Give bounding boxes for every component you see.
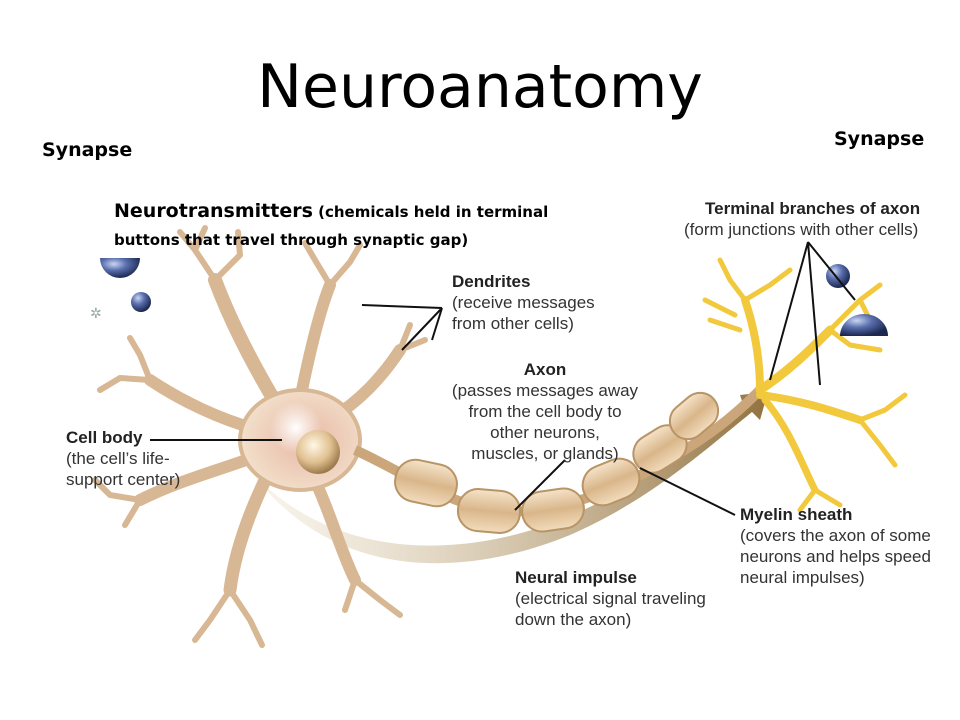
myelin-sheath-segments <box>394 391 720 534</box>
neural-impulse-arrow <box>250 392 768 564</box>
axon-label: Axon (passes messages away from the cell… <box>440 360 650 464</box>
neural-impulse-desc-2: down the axon) <box>515 610 632 629</box>
nucleus <box>296 430 340 474</box>
myelin-sheath-heading: Myelin sheath <box>740 505 853 524</box>
synapse-label-left: Synapse <box>42 139 133 161</box>
vesicle-half-left <box>100 258 140 278</box>
myelin-sheath-desc-2: neurons and helps speed <box>740 547 931 566</box>
cell-body-desc-1: (the cell’s life- <box>66 449 170 468</box>
axon-desc-2: from the cell body to <box>468 402 622 421</box>
page-title: Neuroanatomy <box>257 52 703 122</box>
vesicle-small-left <box>131 292 151 312</box>
neurotransmitters-desc: (chemicals held in terminal <box>318 203 549 221</box>
terminal-branches-heading: Terminal branches of axon <box>705 199 921 218</box>
dendrites-desc-1: (receive messages <box>452 293 595 312</box>
myelin-sheath-desc-1: (covers the axon of some <box>740 526 931 545</box>
axon-desc-4: muscles, or glands) <box>471 444 619 463</box>
terminal-branches-desc: (form junctions with other cells) <box>684 220 919 239</box>
neurotransmitters-line2: buttons that travel through synaptic gap… <box>114 231 469 249</box>
neural-impulse-heading: Neural impulse <box>515 568 637 587</box>
synapse-label-right: Synapse <box>834 128 925 150</box>
terminal-branches <box>702 257 908 513</box>
dendrites-desc-2: from other cells) <box>452 314 574 333</box>
vesicle-group-left: ✲ <box>90 258 151 322</box>
vesicle-right <box>826 264 850 288</box>
cell-body-heading: Cell body <box>66 428 143 447</box>
neural-impulse-desc-1: (electrical signal traveling <box>515 589 706 608</box>
axon-desc-1: (passes messages away <box>451 381 639 400</box>
neural-impulse-label: Neural impulse (electrical signal travel… <box>515 568 706 630</box>
myelin-sheath-label: Myelin sheath (covers the axon of some n… <box>740 505 931 588</box>
vesicle-half-right <box>840 314 888 336</box>
neurotransmitters-line1: Neurotransmitters (chemicals held in ter… <box>114 200 548 222</box>
myelin-sheath-desc-3: neural impulses) <box>740 568 865 587</box>
sparkle-icon: ✲ <box>90 306 102 322</box>
leader-lines <box>150 241 856 516</box>
dendrites-heading: Dendrites <box>452 272 531 291</box>
axon-desc-3: other neurons, <box>490 423 600 442</box>
cell-body-desc-2: support center) <box>66 470 181 489</box>
neurotransmitters-term: Neurotransmitters <box>114 200 313 222</box>
axon-heading: Axon <box>523 360 567 379</box>
cell-body-label: Cell body (the cell’s life- support cent… <box>66 428 180 490</box>
dendrites-label: Dendrites (receive messages from other c… <box>452 272 595 334</box>
